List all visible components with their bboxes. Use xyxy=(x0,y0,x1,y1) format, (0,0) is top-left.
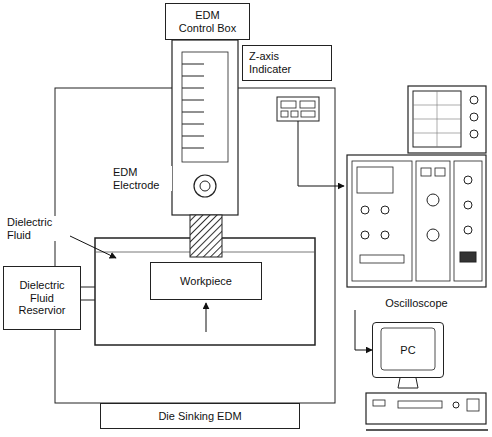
spindle-column xyxy=(172,40,238,215)
oscilloscope-drawing-part xyxy=(454,161,482,281)
electrode-label: EDM Electrode xyxy=(112,166,172,191)
spindle-column-part xyxy=(194,175,216,197)
workpiece-arrow xyxy=(206,303,207,332)
spindle-column-part xyxy=(182,148,204,149)
pc-monitor: PC xyxy=(372,322,444,378)
oscilloscope-drawing-part xyxy=(470,130,478,138)
spindle-column-part xyxy=(182,64,204,65)
pc-screen-part xyxy=(398,378,418,388)
node-text: Z-axis Indicater xyxy=(249,50,311,75)
oscilloscope-drawing-part xyxy=(460,252,476,262)
oscilloscope-drawing-part xyxy=(416,161,450,281)
oscilloscope-drawing-part xyxy=(427,194,439,206)
node-text: Dielectric Fluid Reservior xyxy=(11,279,73,317)
spindle-column-part xyxy=(182,112,204,113)
spindle-column-part xyxy=(182,88,204,89)
spindle-column-part xyxy=(172,40,238,215)
spindle-column-part xyxy=(182,136,204,137)
reservoir-box: Dielectric Fluid Reservior xyxy=(3,266,81,330)
node-text: Oscilloscope xyxy=(385,297,447,310)
fluid-leader xyxy=(70,236,116,258)
oscilloscope-drawing-part xyxy=(437,91,438,147)
oscilloscope-drawing-part xyxy=(464,201,472,209)
computer-tower xyxy=(366,393,488,430)
oscilloscope-drawing-part xyxy=(470,113,478,121)
spindle-column-part xyxy=(182,76,204,77)
node-text: Die Sinking EDM xyxy=(158,410,241,423)
node-text: EDM Control Box xyxy=(178,9,238,34)
oscilloscope-drawing-part xyxy=(408,86,486,153)
oscilloscope-drawing-part xyxy=(361,206,369,214)
computer-tower-part xyxy=(453,402,459,408)
workpiece-arrow-part xyxy=(206,303,207,332)
base-band: Die Sinking EDM xyxy=(100,403,300,429)
oscilloscope-drawing-part xyxy=(470,96,478,104)
indicator-box: Z-axis Indicater xyxy=(242,45,332,81)
oscilloscope-drawing-part xyxy=(427,229,439,241)
dielectric-tank-part xyxy=(81,300,95,301)
fluid-label: Dielectric Fluid xyxy=(6,216,68,241)
electrode-part xyxy=(190,215,222,257)
z-indicator-display-part xyxy=(281,111,288,117)
computer-tower-part xyxy=(398,401,442,408)
oscilloscope-drawing-part xyxy=(381,206,389,214)
pc-screen-part xyxy=(381,328,435,370)
z-indicator-display-part xyxy=(281,101,296,108)
oscilloscope-drawing-part xyxy=(357,167,393,193)
oscilloscope-drawing-part xyxy=(464,176,472,184)
z-indicator-display-part xyxy=(298,121,344,186)
z-indicator-display-part xyxy=(277,97,319,121)
oscilloscope-drawing-part xyxy=(413,91,461,147)
computer-tower-part xyxy=(366,393,486,424)
spindle-column-part xyxy=(182,52,228,162)
signal-arrow xyxy=(355,310,372,350)
oscilloscope-drawing-part xyxy=(381,231,389,239)
z-indicator-display-part xyxy=(300,101,315,108)
oscilloscope-drawing-part xyxy=(352,161,412,281)
computer-tower-part xyxy=(467,399,479,411)
control-box: EDM Control Box xyxy=(165,3,250,40)
z-indicator-display-part xyxy=(301,111,315,117)
oscilloscope-drawing-part xyxy=(360,255,404,263)
oscilloscope-drawing-part xyxy=(435,168,445,176)
z-indicator-display-part xyxy=(291,111,298,117)
oscilloscope-drawing-part xyxy=(421,168,431,176)
oscilloscope-drawing-part xyxy=(347,155,486,287)
oscilloscope: Oscilloscope xyxy=(345,84,488,310)
z-indicator-display xyxy=(277,97,344,186)
oscilloscope-drawing-part xyxy=(464,226,472,234)
spindle-column-part xyxy=(182,100,204,101)
spindle-column-part xyxy=(182,124,204,125)
workpiece-box: Workpiece xyxy=(150,262,262,300)
computer-tower-part xyxy=(373,400,385,406)
computer-tower-part xyxy=(366,429,488,431)
dielectric-tank-part xyxy=(81,287,95,288)
pc-screen xyxy=(381,328,435,388)
oscilloscope-drawing-part xyxy=(361,231,369,239)
electrode xyxy=(190,215,222,257)
fluid-leader-part xyxy=(70,236,116,258)
node-text: Workpiece xyxy=(180,275,232,288)
oscilloscope-drawing xyxy=(347,86,486,287)
spindle-column-part xyxy=(200,181,210,191)
node-text: PC xyxy=(400,344,415,357)
